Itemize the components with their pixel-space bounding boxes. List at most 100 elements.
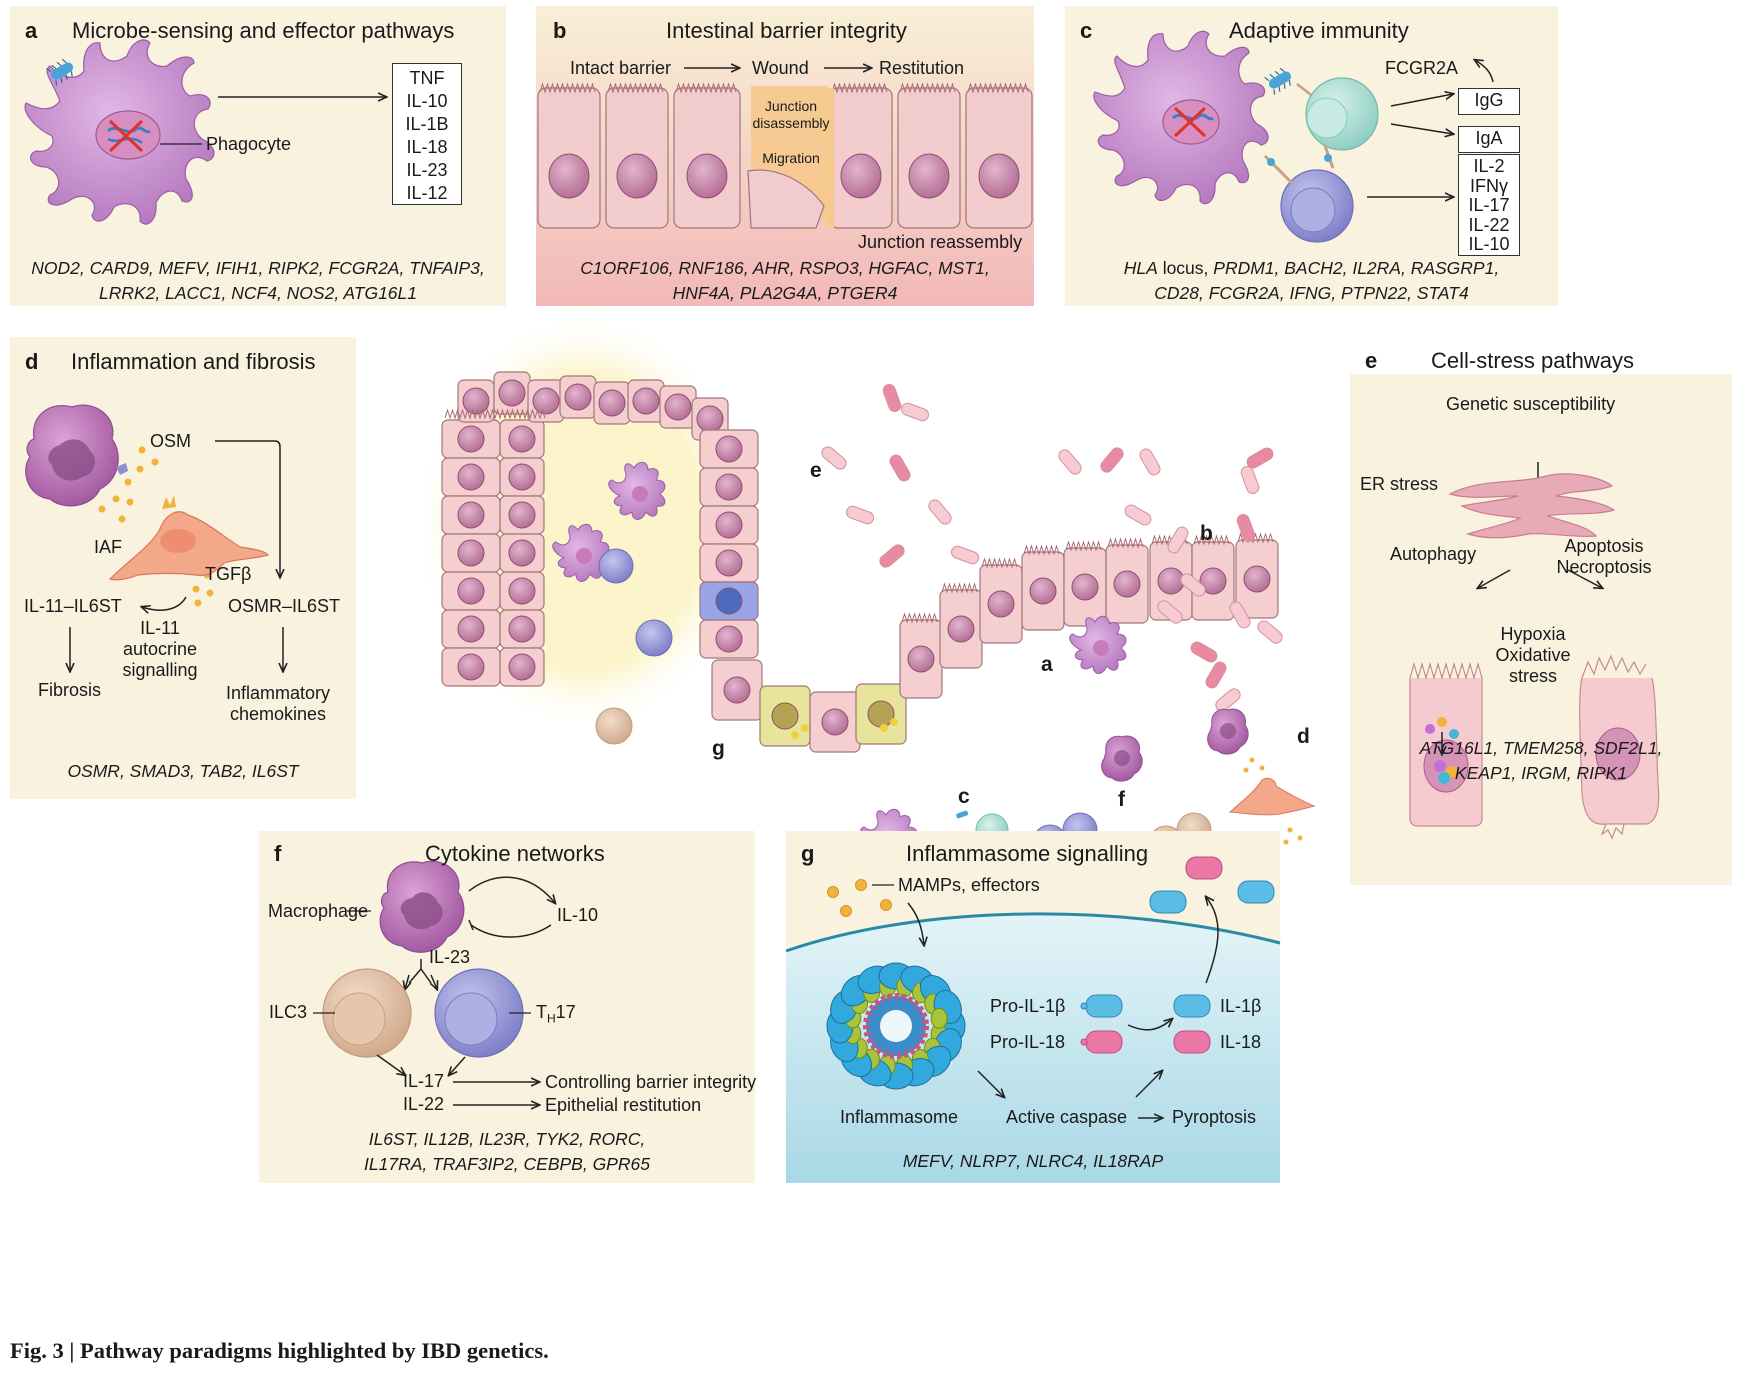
pyroptosis-label: Pyroptosis bbox=[1172, 1107, 1257, 1127]
figure-caption: Fig. 3 | Pathway paradigms highlighted b… bbox=[10, 1338, 549, 1363]
pro-il18-label: Pro-IL-18 bbox=[990, 1032, 1066, 1052]
bacterium-icon bbox=[1205, 661, 1227, 689]
genetic-susceptibility-label: Genetic susceptibility bbox=[1446, 394, 1616, 414]
panel-b-title: Intestinal barrier integrity bbox=[666, 18, 907, 43]
autophagy-cell-icon bbox=[1409, 661, 1483, 827]
epithelial-cell bbox=[659, 385, 697, 429]
cytokine-item: IFNγ bbox=[1470, 175, 1508, 196]
epithelial-cell bbox=[493, 371, 531, 415]
cytokine-item: IL-1B bbox=[405, 114, 449, 134]
genes-line: KEAP1, IRGM, RIPK1 bbox=[1454, 763, 1628, 783]
restitution-label: Epithelial restitution bbox=[545, 1095, 702, 1115]
macrophage-label: Macrophage bbox=[268, 901, 369, 921]
epithelial-cell bbox=[499, 647, 545, 687]
il1b-shape-icon bbox=[1173, 994, 1211, 1018]
hypoxia-label: Hypoxia Oxidative stress bbox=[1478, 624, 1588, 687]
bacterium-icon bbox=[1229, 601, 1251, 629]
mamps-label: MAMPs, effectors bbox=[898, 875, 1040, 895]
bacterium-icon bbox=[1167, 526, 1189, 554]
stress-line: stress bbox=[1508, 666, 1557, 686]
panel-a-art bbox=[24, 39, 506, 225]
panel-g-genes: MEFV, NLRP7, NLRC4, IL18RAP bbox=[902, 1151, 1164, 1171]
active-caspase-label: Active caspase bbox=[1006, 1107, 1128, 1127]
epithelial-cell bbox=[499, 457, 545, 497]
bacterium-icon bbox=[1058, 449, 1082, 475]
panel-c: c Adaptive immunity FCGR2A IgG IgA IL-2 … bbox=[1065, 6, 1558, 306]
junction-disassembly-line: disassembly bbox=[752, 115, 830, 131]
chemokines-line: chemokines bbox=[229, 704, 327, 724]
panel-c-title: Adaptive immunity bbox=[1229, 18, 1409, 43]
bacterium-icon bbox=[879, 544, 905, 568]
er-stress-label: ER stress bbox=[1360, 474, 1439, 494]
panel-f: f Cytokine networks Macrophage IL-10 IL-… bbox=[259, 831, 756, 1183]
inflammasome-ring-icon bbox=[826, 962, 966, 1090]
il18-label: IL-18 bbox=[1220, 1032, 1262, 1052]
epithelial-cell bbox=[527, 379, 565, 423]
th17-label: TH17 bbox=[536, 1002, 576, 1030]
osm-label: OSM bbox=[150, 431, 192, 451]
bacterium-icon bbox=[821, 446, 847, 470]
migration-label: Migration bbox=[762, 150, 820, 166]
panel-e-title: Cell-stress pathways bbox=[1431, 348, 1634, 373]
panel-g-title: Inflammasome signalling bbox=[906, 841, 1149, 866]
panel-f-genes: IL6ST, IL12B, IL23R, TYK2, RORC, IL17RA,… bbox=[259, 1127, 755, 1177]
epithelial-cell bbox=[673, 82, 741, 229]
er-icon bbox=[1448, 473, 1616, 539]
epithelial-cell bbox=[855, 683, 907, 745]
epithelial-cell bbox=[593, 381, 631, 425]
bacterium-icon bbox=[1240, 465, 1260, 495]
pro-il1b-label: Pro-IL-1β bbox=[990, 996, 1066, 1016]
epithelial-cell bbox=[1235, 539, 1279, 619]
epithelial-cell bbox=[711, 659, 763, 721]
epithelial-cell bbox=[441, 571, 501, 611]
bacterium-icon bbox=[889, 454, 911, 482]
genes-rest: PRDM1, BACH2, IL2RA, RASGRP1, bbox=[1213, 258, 1500, 278]
mamps-dots bbox=[827, 879, 892, 917]
panel-c-genes: HLA locus, PRDM1, BACH2, IL2RA, RASGRP1,… bbox=[1065, 256, 1558, 306]
epithelial-cell bbox=[699, 467, 759, 507]
cytokine-item: IL-23 bbox=[406, 160, 448, 180]
crypt-right-cells bbox=[444, 408, 1279, 699]
igg-box: IgG bbox=[1458, 88, 1520, 115]
th17-sub: H bbox=[547, 1011, 556, 1026]
epithelial-cell bbox=[691, 397, 729, 441]
osmr-il6st-label: OSMR–IL6ST bbox=[228, 596, 341, 616]
restitution-label: Restitution bbox=[879, 58, 965, 78]
epithelial-cell bbox=[699, 581, 759, 621]
intact-barrier-label: Intact barrier bbox=[570, 58, 672, 78]
cytokine-item: IL-2 bbox=[1473, 156, 1505, 176]
genes-line: NOD2, CARD9, MEFV, IFIH1, RIPK2, FCGR2A,… bbox=[31, 258, 485, 278]
epithelial-cell bbox=[499, 533, 545, 573]
ilc3-label: ILC3 bbox=[269, 1002, 308, 1022]
macrophage-icon bbox=[379, 860, 465, 953]
il11-il6st-label: IL-11–IL6ST bbox=[24, 596, 122, 616]
chemokines-label: Inflammatory chemokines bbox=[218, 683, 338, 725]
necroptosis-line: Necroptosis bbox=[1556, 557, 1652, 577]
autocrine-line: autocrine bbox=[122, 639, 198, 659]
panel-a-letter: a bbox=[25, 18, 38, 43]
epithelial-cell bbox=[457, 379, 495, 423]
center-a-dendritic-cell-icon bbox=[1069, 615, 1127, 674]
bacterium-icon bbox=[1124, 504, 1152, 526]
junction-reassembly-label: Junction reassembly bbox=[858, 232, 1023, 252]
panel-f-art bbox=[313, 860, 755, 1183]
panel-f-title: Cytokine networks bbox=[425, 841, 605, 866]
epithelial-cell bbox=[441, 495, 501, 535]
oxidative-line: Oxidative bbox=[1495, 645, 1571, 665]
panel-e-genes: ATG16L1, TMEM258, SDF2L1, KEAP1, IRGM, R… bbox=[1350, 736, 1732, 786]
pro-il18-shape-icon bbox=[1080, 1030, 1123, 1054]
iga-box: IgA bbox=[1458, 126, 1520, 153]
panel-d-title: Inflammation and fibrosis bbox=[71, 349, 316, 374]
epithelial-cell bbox=[627, 379, 665, 423]
macrophage-icon bbox=[25, 404, 128, 507]
epithelial-cell bbox=[441, 647, 501, 687]
epithelial-cell bbox=[441, 609, 501, 649]
il23-label: IL-23 bbox=[429, 947, 471, 967]
panel-c-letter: c bbox=[1080, 18, 1093, 43]
tgfb-label: TGFβ bbox=[205, 564, 252, 584]
center-label-a: a bbox=[1041, 653, 1053, 676]
epithelial-cell bbox=[759, 685, 811, 747]
epithelial-cell bbox=[499, 495, 545, 535]
fibrosis-label: Fibrosis bbox=[38, 680, 102, 700]
autocrine-line: IL-11 bbox=[140, 618, 180, 638]
